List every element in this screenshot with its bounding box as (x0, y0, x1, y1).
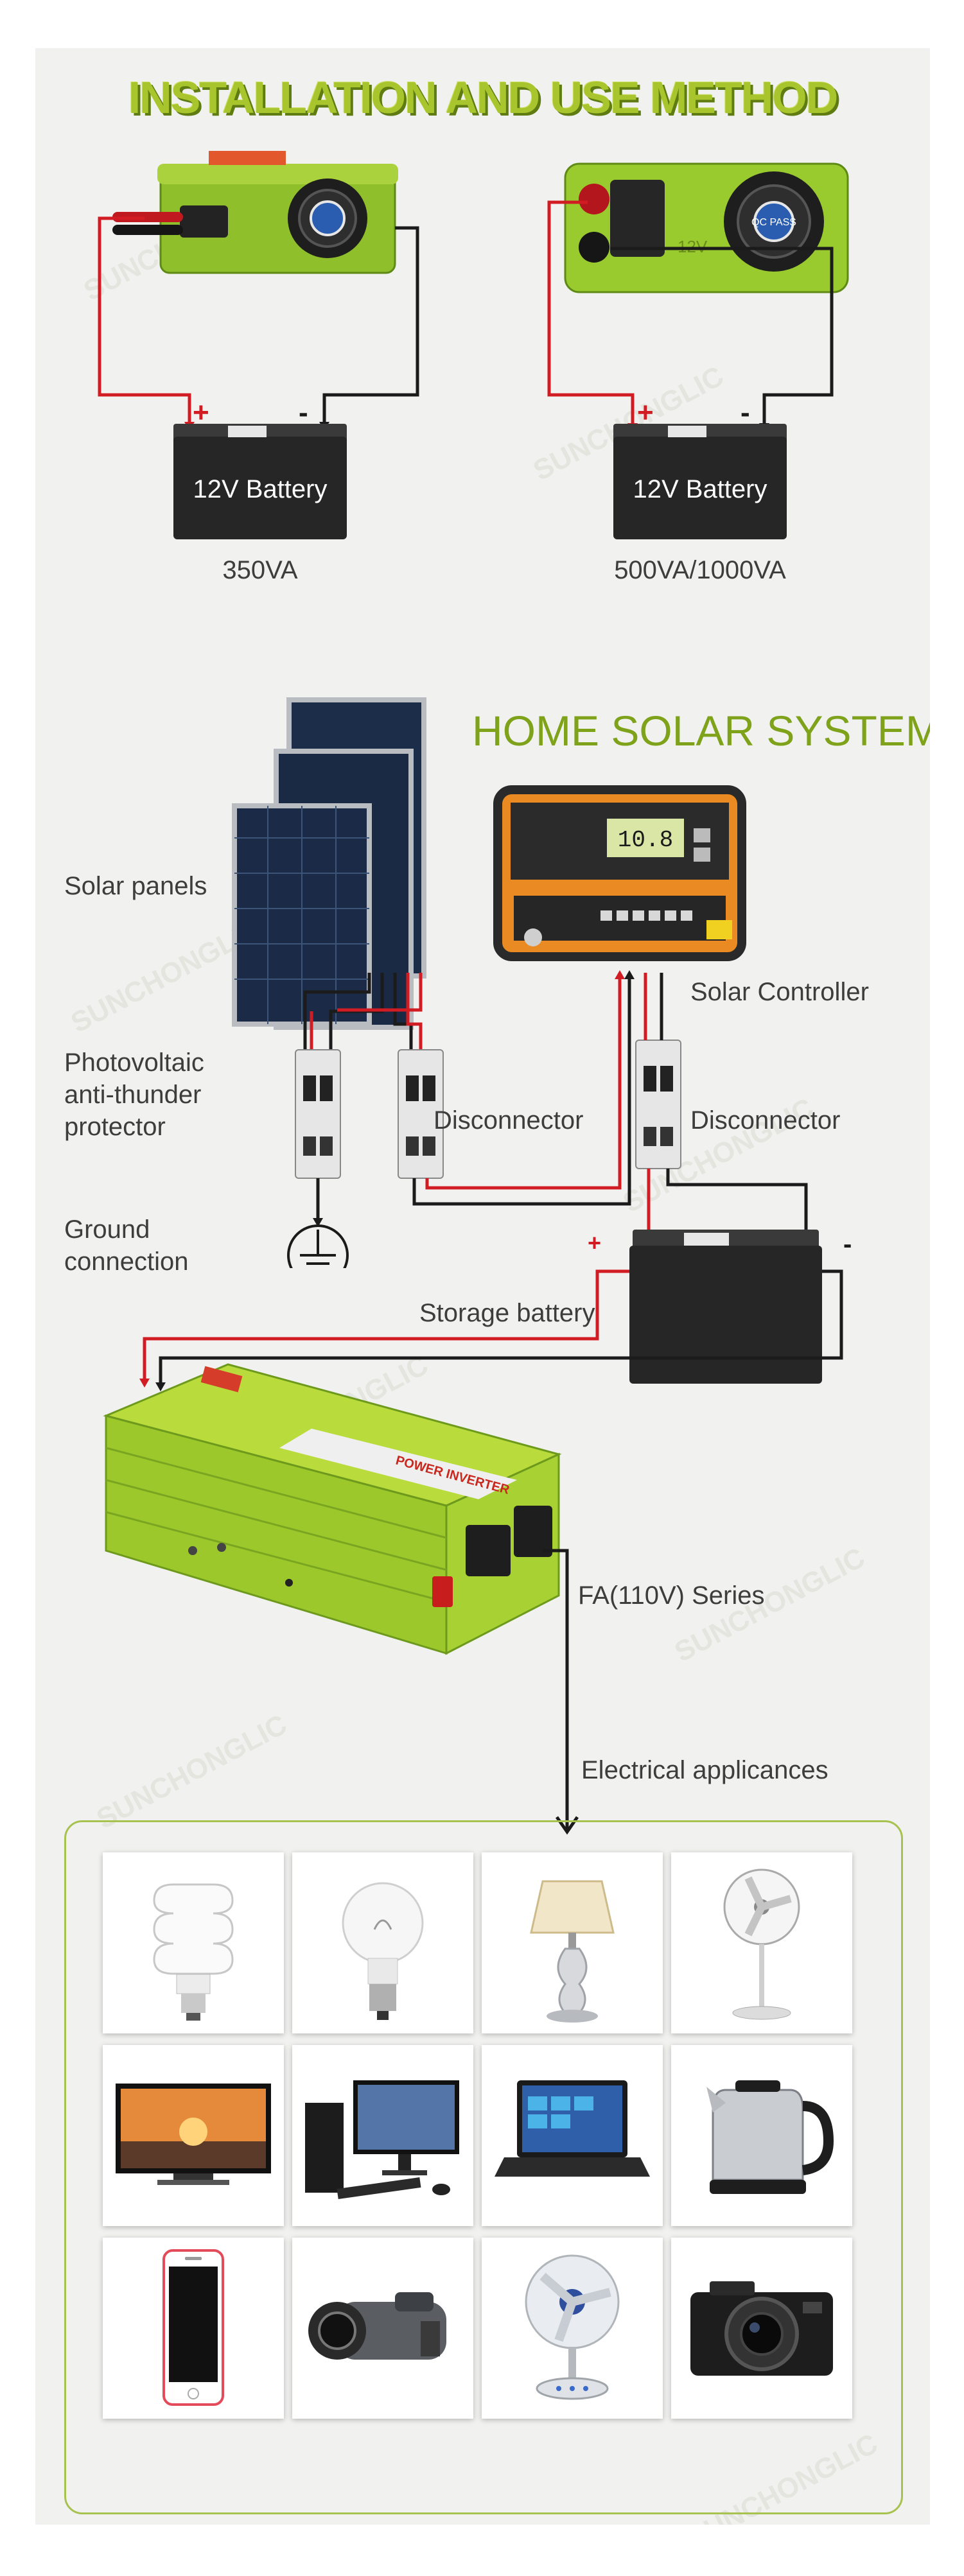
disconnector-2 (635, 1040, 681, 1169)
desk-fan-icon (482, 2238, 663, 2419)
inverter-350va (112, 151, 398, 274)
desktop-computer-icon (292, 2045, 473, 2226)
light-bulb-icon (292, 1852, 473, 2033)
cfl-bulb-icon (103, 1852, 284, 2033)
power-inverter (103, 1363, 562, 1655)
home-solar-system-diagram: 10.8 (232, 697, 746, 1268)
electric-kettle-icon (671, 2045, 852, 2226)
ground-symbol (287, 1224, 349, 1268)
disconnector-label: Disconnector (434, 1106, 584, 1135)
inverter-500va-1000va: QC PASS 12V (564, 162, 849, 293)
appliances-panel (64, 1820, 903, 2514)
controller-display-reading: 10.8 (618, 827, 673, 853)
pv-protector (295, 1049, 341, 1179)
storage-battery-label: Storage battery (419, 1299, 595, 1327)
ground-label-line: Ground (64, 1215, 150, 1244)
battery-inverter-diagram: POWER INVERTER (103, 1169, 843, 1835)
model-label-350va: 350VA (222, 556, 298, 584)
positive-sign: + (193, 397, 209, 428)
disconnector-1 (398, 1049, 444, 1179)
solar-panels (232, 697, 426, 1030)
diagram-canvas: SUNCHONGLIC SUNCHONGLIC SUNCHONGLIC SUNC… (35, 48, 930, 2525)
appliances-label: Electrical applicances (581, 1756, 828, 1784)
ground-label-line: connection (64, 1248, 189, 1276)
battery-right (613, 424, 787, 539)
pv-protector-label-line: anti-thunder (64, 1081, 202, 1109)
pv-protector-label-line: Photovoltaic (64, 1049, 204, 1077)
camcorder-icon (292, 2238, 473, 2419)
solar-controller (493, 785, 746, 961)
home-solar-system-title: HOME SOLAR SYSTEM (472, 707, 930, 754)
laptop-icon (482, 2045, 663, 2226)
inverter-voltage-text: 12V (678, 237, 708, 256)
ground-connection-label: Ground connection (64, 1214, 188, 1278)
positive-sign: + (637, 397, 654, 428)
battery-label: 12V Battery (193, 475, 328, 503)
standing-fan-icon (671, 1852, 852, 2033)
series-label: FA(110V) Series (578, 1581, 765, 1610)
qc-pass-badge: QC PASS (751, 217, 796, 228)
battery-label: 12V Battery (633, 475, 767, 503)
negative-sign: - (299, 397, 308, 428)
table-lamp-icon (482, 1852, 663, 2033)
pv-protector-label-line: protector (64, 1113, 166, 1141)
pv-protector-label: Photovoltaic anti-thunder protector (64, 1047, 204, 1143)
solar-panels-label: Solar panels (64, 872, 207, 900)
television-icon (103, 2045, 284, 2226)
negative-sign: - (843, 1230, 852, 1258)
positive-sign: + (588, 1230, 602, 1256)
storage-battery (629, 1230, 822, 1384)
digital-camera-icon (671, 2238, 852, 2419)
disconnector-label: Disconnector (690, 1106, 841, 1135)
battery-wiring-diagrams: QC PASS 12V (98, 151, 849, 539)
negative-sign: - (741, 397, 750, 428)
battery-left (173, 424, 347, 539)
solar-controller-label: Solar Controller (690, 978, 869, 1006)
smartphone-icon (103, 2238, 284, 2419)
model-label-500va-1000va: 500VA/1000VA (614, 556, 786, 584)
page-heading: INSTALLATION AND USE METHOD (128, 73, 839, 123)
